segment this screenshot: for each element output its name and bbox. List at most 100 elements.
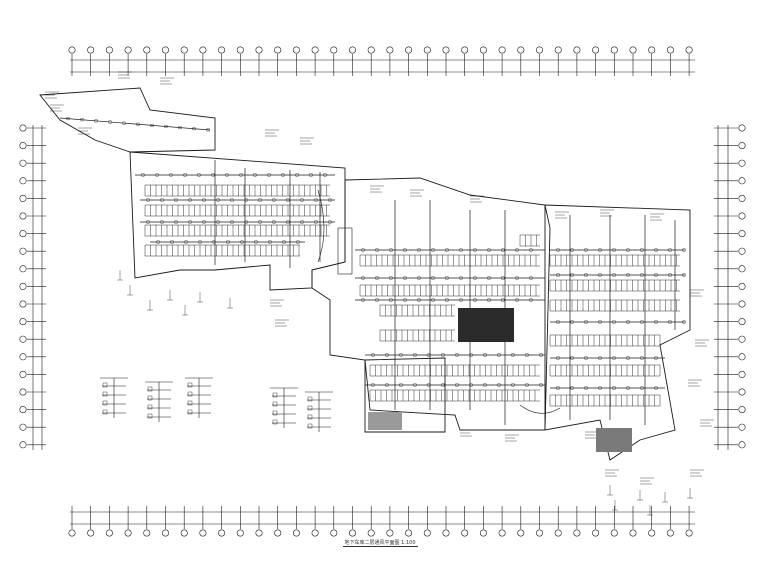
- diffuser-mark: [626, 356, 630, 360]
- top-axis-bubble: [311, 46, 319, 54]
- right-axis-bubble: [738, 353, 746, 361]
- top-axis-bubble: [554, 46, 562, 54]
- top-axis-bubble: [367, 46, 375, 54]
- top-axis-bubble: [255, 46, 263, 54]
- diffuser-mark: [267, 173, 271, 177]
- diffuser-mark: [375, 276, 379, 280]
- bottom-axis-bubble: [648, 529, 656, 537]
- diffuser-mark: [286, 220, 290, 224]
- diffuser-mark: [469, 353, 473, 357]
- diffuser-mark: [682, 273, 686, 277]
- left-axis-bubble: [19, 247, 27, 255]
- diffuser-mark: [640, 248, 644, 252]
- diffuser-mark: [525, 383, 529, 387]
- diffuser-mark: [417, 248, 421, 252]
- parking-bays: [144, 184, 680, 407]
- diffuser-mark: [455, 353, 459, 357]
- bottom-axis-bubble: [479, 529, 487, 537]
- diffuser-mark: [385, 353, 389, 357]
- diffuser-mark: [417, 298, 421, 302]
- left-axis-bubble: [19, 194, 27, 202]
- diffuser-mark: [556, 320, 560, 324]
- diffuser-mark: [328, 198, 332, 202]
- left-axis-bubble: [19, 441, 27, 449]
- diffuser-mark: [473, 298, 477, 302]
- top-axis-bubble: [517, 46, 525, 54]
- diffuser-mark: [682, 248, 686, 252]
- diffuser-mark: [122, 121, 126, 125]
- bottom-axis-bubble: [255, 529, 263, 537]
- diffuser-mark: [598, 386, 602, 390]
- diffuser-mark: [584, 356, 588, 360]
- bottom-axis-bubble: [105, 529, 113, 537]
- diffuser-mark: [441, 383, 445, 387]
- right-axis-bubble: [738, 212, 746, 220]
- diffuser-mark: [399, 383, 403, 387]
- diffuser-mark: [598, 248, 602, 252]
- diffuser-mark: [612, 273, 616, 277]
- diffuser-mark: [668, 248, 672, 252]
- bottom-axis-bubble: [367, 529, 375, 537]
- bottom-axis-bubble: [423, 529, 431, 537]
- diffuser-mark: [626, 248, 630, 252]
- diffuser-mark: [188, 220, 192, 224]
- diffuser-mark: [361, 248, 365, 252]
- detail-box: [187, 400, 193, 406]
- diffuser-mark: [445, 248, 449, 252]
- diffuser-mark: [286, 198, 290, 202]
- diffuser-mark: [202, 198, 206, 202]
- diffuser-mark: [511, 383, 515, 387]
- diffuser-mark: [239, 173, 243, 177]
- diffuser-mark: [146, 220, 150, 224]
- diffuser-mark: [389, 276, 393, 280]
- diffuser-mark: [445, 276, 449, 280]
- diffuser-mark: [584, 248, 588, 252]
- bottom-axis-bubble: [199, 529, 207, 537]
- left-axis-bubble: [19, 282, 27, 290]
- diffuser-mark: [626, 386, 630, 390]
- diffuser-mark: [501, 248, 505, 252]
- diffuser-mark: [529, 248, 533, 252]
- diffuser-mark: [389, 298, 393, 302]
- detail-box: [307, 396, 313, 402]
- top-axis-bubble: [199, 46, 207, 54]
- bottom-axis-bubble: [124, 529, 132, 537]
- diffuser-mark: [584, 273, 588, 277]
- diffuser-mark: [413, 383, 417, 387]
- diffuser-mark: [556, 273, 560, 277]
- diffuser-mark: [626, 273, 630, 277]
- top-axis-bubble: [666, 46, 674, 54]
- diffuser-mark: [539, 383, 543, 387]
- diffuser-mark: [431, 248, 435, 252]
- diffuser-mark: [371, 383, 375, 387]
- right-axis-bubble: [738, 124, 746, 132]
- diffuser-mark: [300, 220, 304, 224]
- detail-box: [187, 391, 193, 397]
- diffuser-mark: [427, 383, 431, 387]
- left-axis-bubble: [19, 335, 27, 343]
- detail-legend-blocks: [100, 377, 333, 432]
- diffuser-mark: [497, 353, 501, 357]
- left-axis-bubble: [19, 124, 27, 132]
- building-outline: [39, 87, 691, 461]
- detail-box: [307, 405, 313, 411]
- diffuser-mark: [202, 220, 206, 224]
- diffuser-mark: [108, 120, 112, 124]
- diffuser-mark: [361, 276, 365, 280]
- diffuser-mark: [300, 198, 304, 202]
- diffuser-mark: [403, 298, 407, 302]
- diffuser-mark: [431, 276, 435, 280]
- diffuser-mark: [570, 356, 574, 360]
- top-axis-bubble: [629, 46, 637, 54]
- detail-box: [102, 409, 108, 415]
- diffuser-mark: [441, 353, 445, 357]
- left-axis-bubble: [19, 300, 27, 308]
- diffuser-mark: [216, 198, 220, 202]
- right-axis-bubble: [738, 300, 746, 308]
- diffuser-mark: [483, 383, 487, 387]
- bottom-axis-bubble: [666, 529, 674, 537]
- right-axis-bubble: [738, 142, 746, 150]
- duct-main: [59, 117, 211, 131]
- diffuser-mark: [164, 125, 168, 128]
- left-axis-bubble: [19, 406, 27, 414]
